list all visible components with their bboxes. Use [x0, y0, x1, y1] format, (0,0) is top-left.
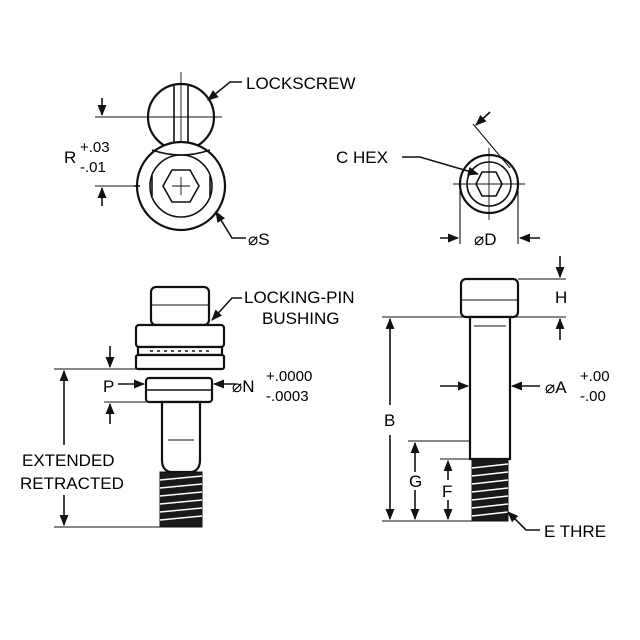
n-tol-plus: +.0000: [266, 368, 312, 385]
screw-shoulder: [468, 315, 512, 461]
lockscrew-label: LOCKSCREW: [246, 74, 356, 93]
g-label: G: [409, 472, 422, 491]
a-tol-minus: -.00: [580, 388, 606, 405]
retracted-label: RETRACTED: [20, 474, 124, 493]
dia-s-leader: [215, 211, 246, 239]
r-tol-plus: +.03: [80, 139, 110, 156]
r-label: R: [64, 148, 76, 167]
f-label: F: [442, 482, 452, 501]
locking-pin-leader: [211, 297, 242, 321]
pin-shank: [160, 400, 202, 474]
pin-head: [149, 285, 211, 327]
dia-a-label: ⌀A: [545, 378, 567, 397]
bottom-left-view: LOCKING-PIN BUSHING P ⌀N +.0000 -.0003 E…: [20, 285, 355, 528]
top-right-view: C HEX ⌀D: [336, 111, 540, 249]
r-tol-minus: -.01: [80, 159, 106, 176]
e-thread-leader: [507, 511, 540, 531]
b-label: B: [384, 411, 395, 430]
bottom-right-view: H ⌀A +.00 -.00 B G F E THRE: [382, 256, 610, 541]
screw-head: [459, 277, 520, 319]
lockscrew-leader: [207, 81, 242, 101]
n-tol-minus: -.0003: [266, 388, 309, 405]
bushing-label: BUSHING: [262, 309, 339, 328]
p-label: P: [103, 377, 114, 396]
dia-s-label: ⌀S: [248, 230, 270, 249]
c-hex-leader: [402, 156, 480, 176]
dia-n-label: ⌀N: [232, 377, 255, 396]
e-thread-label: E THRE: [544, 522, 606, 541]
extended-label: EXTENDED: [22, 451, 115, 470]
c-hex-label: C HEX: [336, 148, 388, 167]
a-tol-plus: +.00: [580, 368, 610, 385]
locking-pin-label: LOCKING-PIN: [244, 288, 355, 307]
top-left-view: LOCKSCREW R +.03 -.01 ⌀S: [64, 72, 356, 249]
hex-socket-shape: [162, 169, 200, 203]
bushing-flange: [134, 323, 226, 349]
h-label: H: [555, 288, 567, 307]
dia-d-label: ⌀D: [474, 230, 497, 249]
